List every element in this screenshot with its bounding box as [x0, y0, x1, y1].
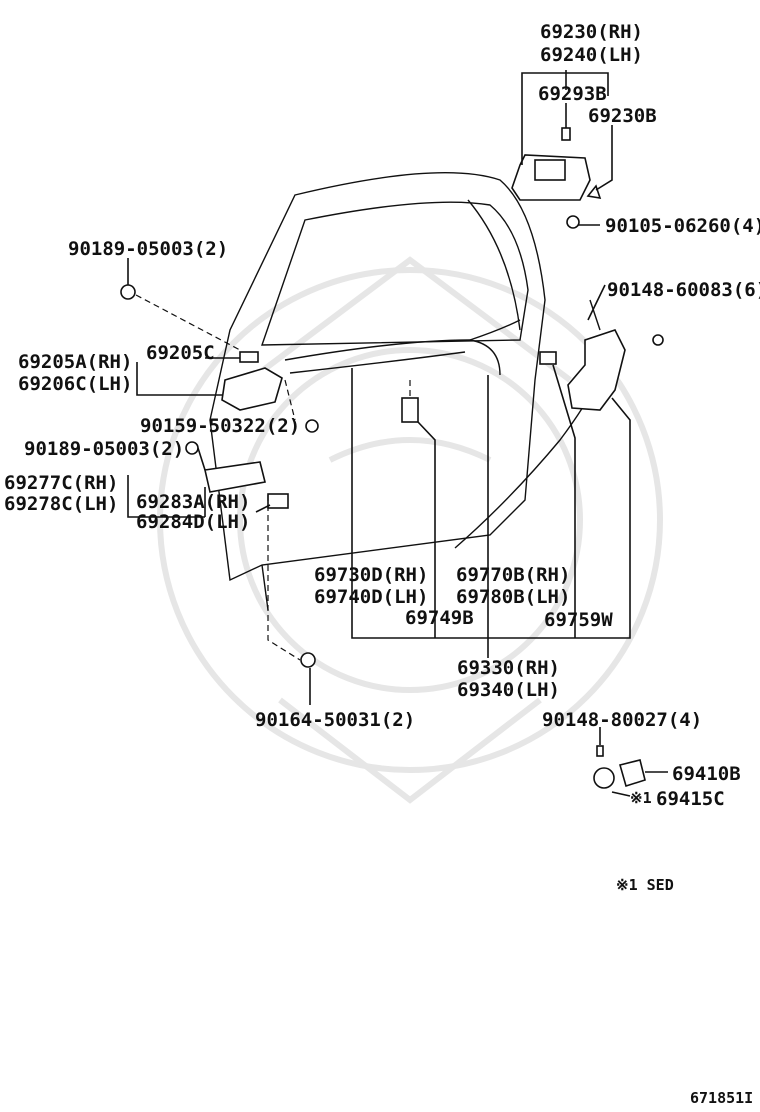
- watermark-emblem: [157, 256, 663, 804]
- door-lock: [567, 299, 664, 411]
- label-69730D: 69730D(RH): [314, 564, 428, 586]
- clip-69759W: [539, 351, 557, 365]
- diagram-id: 671851I: [690, 1089, 753, 1107]
- label-90159: 90159-50322(2): [140, 415, 300, 437]
- label-69770B: 69770B(RH): [456, 564, 570, 586]
- bolt-90189: [120, 284, 136, 300]
- label-69205C: 69205C: [146, 342, 215, 364]
- striker: [593, 745, 646, 789]
- label-69740D: 69740D(LH): [314, 586, 428, 608]
- label-69284D: 69284D(LH): [136, 511, 250, 533]
- note-mark: ※1: [630, 789, 652, 807]
- label-69278C: 69278C(LH): [4, 493, 118, 515]
- label-69749B: 69749B: [405, 607, 474, 629]
- label-69340: 69340(LH): [457, 679, 560, 701]
- label-69330: 69330(RH): [457, 657, 560, 679]
- clip-69749B: [401, 397, 419, 423]
- bezel: [185, 441, 289, 509]
- label-69283A: 69283A(RH): [136, 491, 250, 513]
- label-69205A: 69205A(RH): [18, 351, 132, 373]
- label-69206C: 69206C(LH): [18, 373, 132, 395]
- label-90148-80027: 90148-80027(4): [542, 709, 702, 731]
- label-69759W: 69759W: [544, 609, 613, 631]
- label-90189-upper: 90189-05003(2): [68, 238, 228, 260]
- screw-90159: [305, 419, 319, 433]
- outside-handle: [511, 127, 602, 229]
- inside-handle: [221, 351, 283, 411]
- label-69415C: 69415C: [656, 788, 725, 810]
- label-69230: 69230(RH): [540, 21, 643, 43]
- label-69780B: 69780B(LH): [456, 586, 570, 608]
- label-69293B: 69293B: [538, 83, 607, 105]
- label-69410B: 69410B: [672, 763, 741, 785]
- footnote: ※1 SED: [616, 876, 674, 894]
- label-90148-60083: 90148-60083(6): [607, 279, 760, 301]
- door-illustration: [209, 172, 546, 611]
- screw-90164: [300, 652, 316, 668]
- label-90164: 90164-50031(2): [255, 709, 415, 731]
- label-69230B: 69230B: [588, 105, 657, 127]
- label-90189-lower: 90189-05003(2): [24, 438, 184, 460]
- label-69277C: 69277C(RH): [4, 472, 118, 494]
- label-90105: 90105-06260(4): [605, 215, 760, 237]
- label-69240: 69240(LH): [540, 44, 643, 66]
